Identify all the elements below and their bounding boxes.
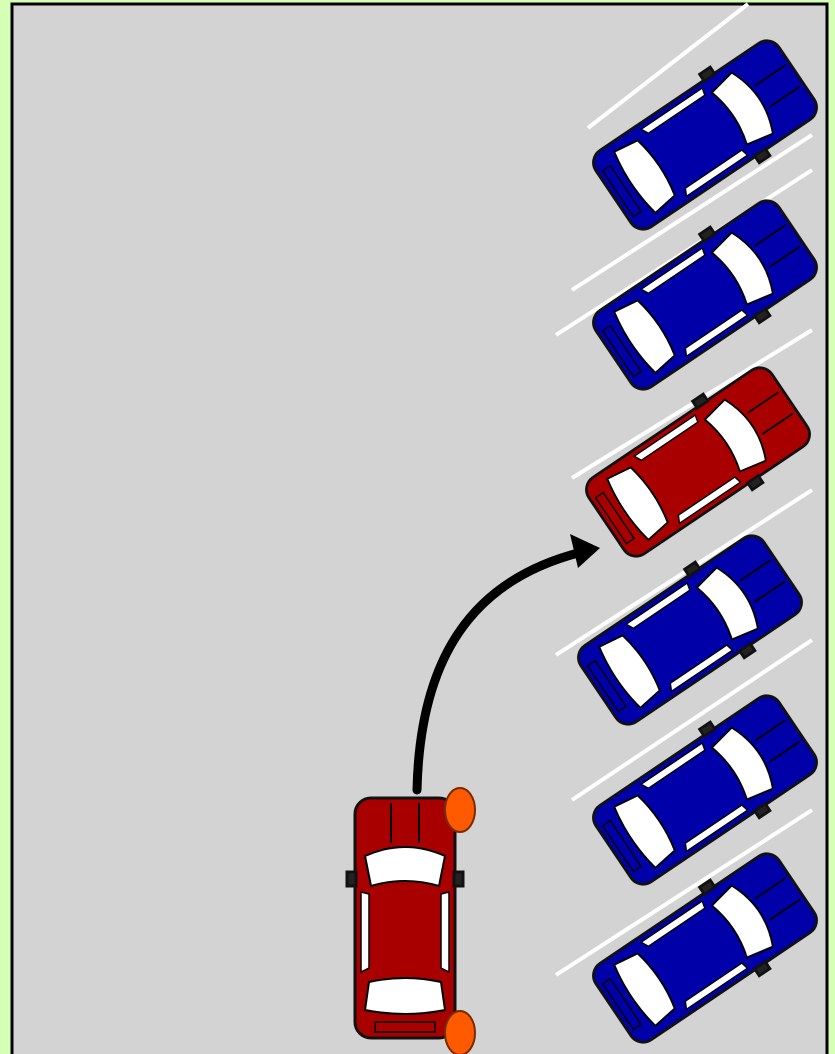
car-icon <box>347 798 463 1038</box>
turn-signal-icon <box>445 1011 475 1054</box>
moving-car <box>347 788 475 1054</box>
turn-signal-icon <box>445 788 475 832</box>
